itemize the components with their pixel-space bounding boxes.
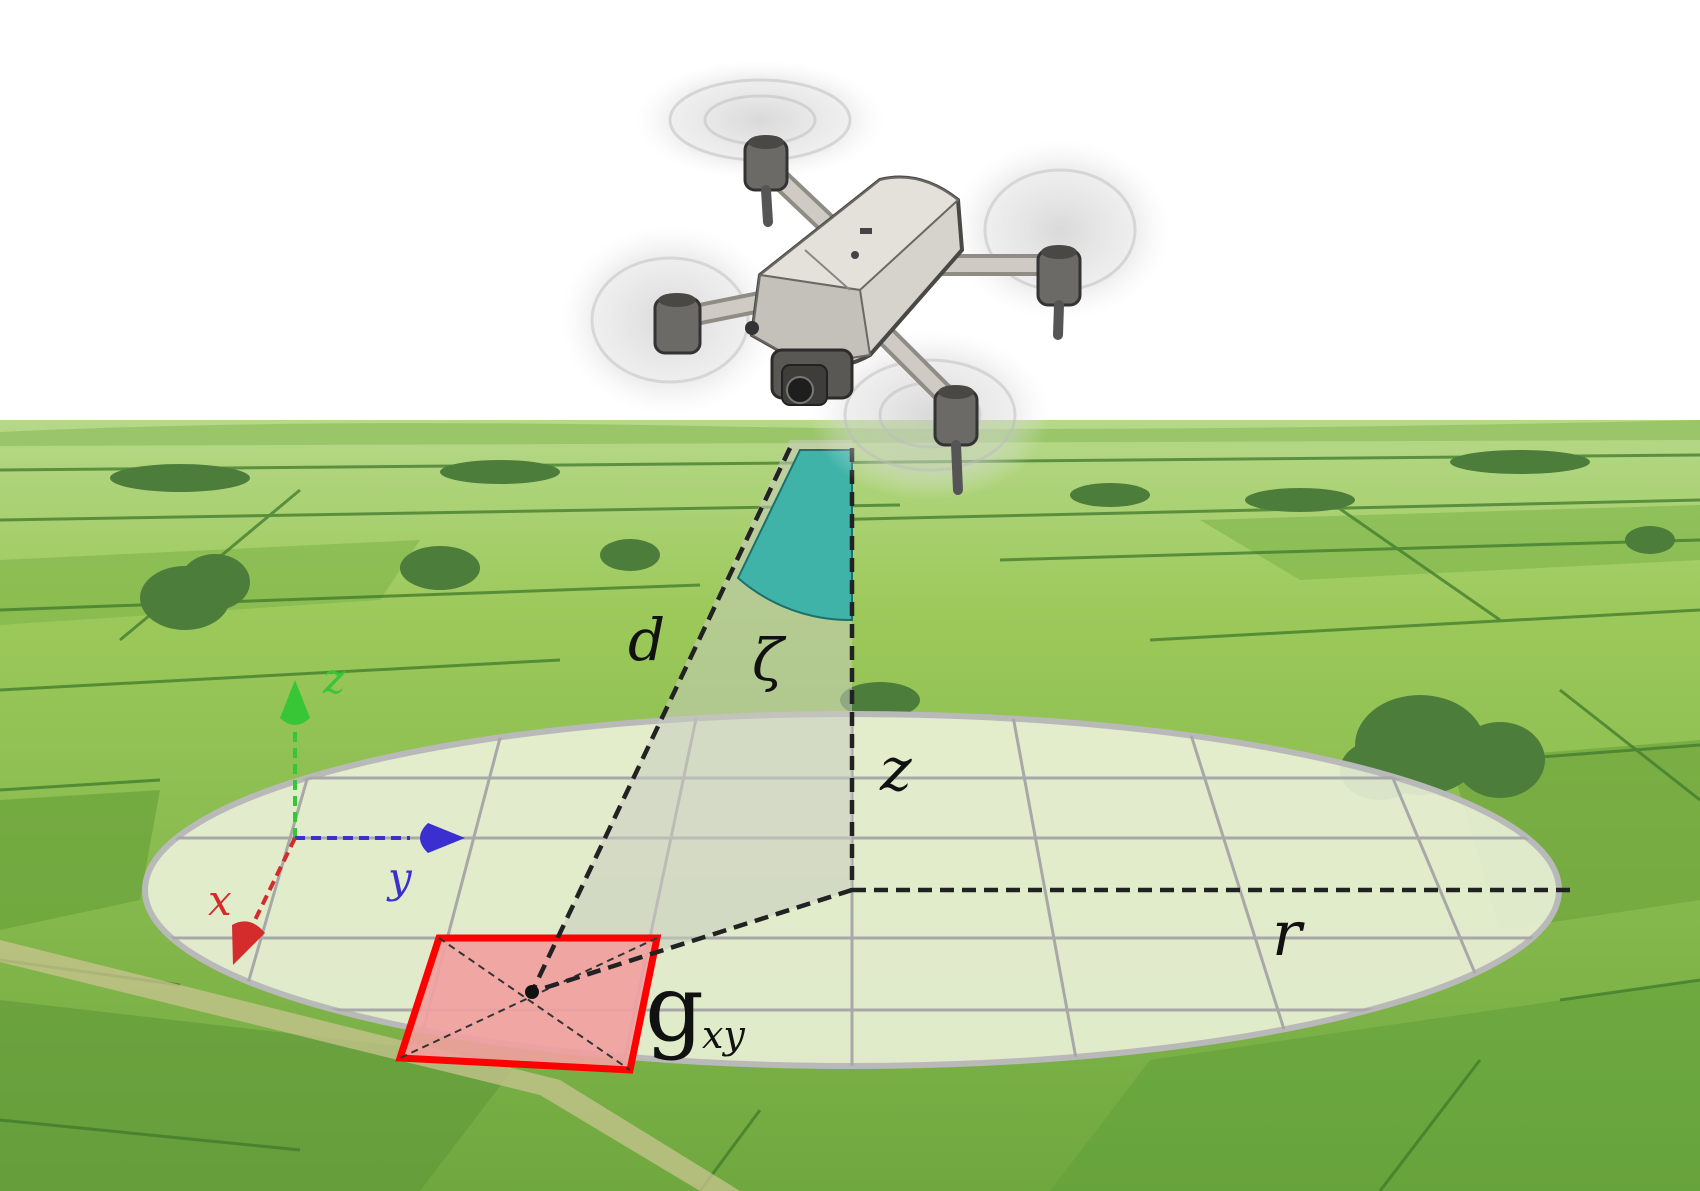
axis-x-arrowhead <box>232 921 265 965</box>
label-distance: d <box>628 606 665 674</box>
label-cell-main: g <box>645 955 704 1062</box>
grid-cell-diagonals <box>399 937 658 1071</box>
label-axis-z: z <box>322 654 346 703</box>
axes-triad <box>232 680 465 965</box>
zenith-angle-sector <box>736 449 853 622</box>
axis-y-arrowhead <box>420 823 465 853</box>
distance-line <box>529 447 793 993</box>
ground-projection-line <box>531 887 853 995</box>
tree-clusters <box>110 450 1675 800</box>
measurement-lines <box>529 447 1574 995</box>
label-radius: r <box>1272 897 1305 970</box>
label-zenith-angle: ζ <box>752 626 787 694</box>
grid-cell-gxy <box>395 934 662 1074</box>
label-cell-sub: xy <box>702 1013 745 1057</box>
quadcopter-drone-icon <box>560 60 1170 500</box>
axis-z-arrowhead <box>280 680 310 725</box>
label-height: z <box>879 735 912 805</box>
label-axis-y: y <box>386 853 413 902</box>
label-axis-x: x <box>208 876 232 925</box>
cell-center-point <box>525 985 539 999</box>
